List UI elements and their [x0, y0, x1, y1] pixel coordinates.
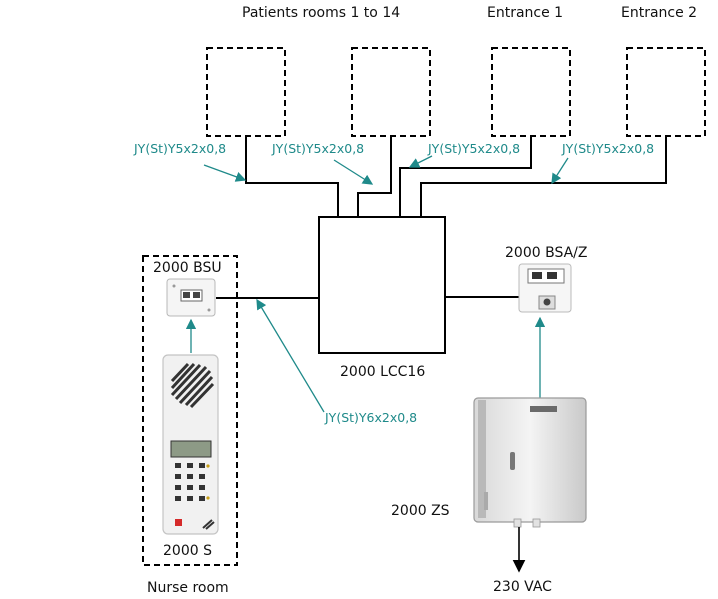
- bsa-z-socket: [518, 263, 572, 313]
- cable-label-3: JY(St)Y5x2x0,8: [427, 141, 520, 156]
- nurse-room-box: [142, 255, 238, 566]
- zs-power-cabinet: [473, 397, 587, 528]
- entrance-2-label: Entrance 2: [621, 5, 697, 21]
- bsu-socket: [166, 278, 216, 317]
- nurse-room-label: Nurse room: [147, 580, 229, 596]
- entrance-1-label: Entrance 1: [487, 5, 563, 21]
- cable-arrow-3: [408, 155, 433, 168]
- cable-arrow-4: [551, 157, 569, 185]
- cable-arrow-1: [203, 164, 247, 182]
- patients-rooms-label: Patients rooms 1 to 14: [242, 5, 400, 21]
- cable-label-1: JY(St)Y5x2x0,8: [133, 141, 226, 156]
- patient-room-box-1: [206, 47, 286, 137]
- wire-entrance-2: [420, 136, 667, 217]
- brand-plate: [530, 406, 557, 412]
- entrance-2-box: [626, 47, 706, 137]
- lcc16-unit: [318, 216, 446, 354]
- wire-entrance-1: [399, 136, 532, 217]
- cable-arrow-2: [333, 159, 374, 185]
- cable-label-4: JY(St)Y5x2x0,8: [561, 141, 654, 156]
- bsa-label: 2000 BSA/Z: [505, 245, 587, 261]
- wire-room-1: [245, 136, 339, 217]
- lcc16-label: 2000 LCC16: [340, 364, 425, 380]
- patient-room-box-2: [351, 47, 431, 137]
- wire-room-2: [357, 136, 392, 217]
- door-handle: [510, 452, 515, 470]
- vac-label: 230 VAC: [493, 579, 552, 595]
- cable-arrow-bsu: [256, 298, 325, 413]
- entrance-1-box: [491, 47, 571, 137]
- bsu-label: 2000 BSU: [153, 260, 222, 276]
- lcd-display: [170, 440, 212, 458]
- cable-label-bsu: JY(St)Y6x2x0,8: [324, 410, 417, 425]
- keypad: [175, 463, 205, 501]
- zs-label: 2000 ZS: [391, 503, 450, 519]
- red-button: [175, 519, 182, 526]
- speaker-grille: [170, 362, 215, 409]
- intercom-2000-s: [162, 354, 219, 535]
- cable-label-2: JY(St)Y5x2x0,8: [271, 141, 364, 156]
- s-label: 2000 S: [163, 543, 212, 559]
